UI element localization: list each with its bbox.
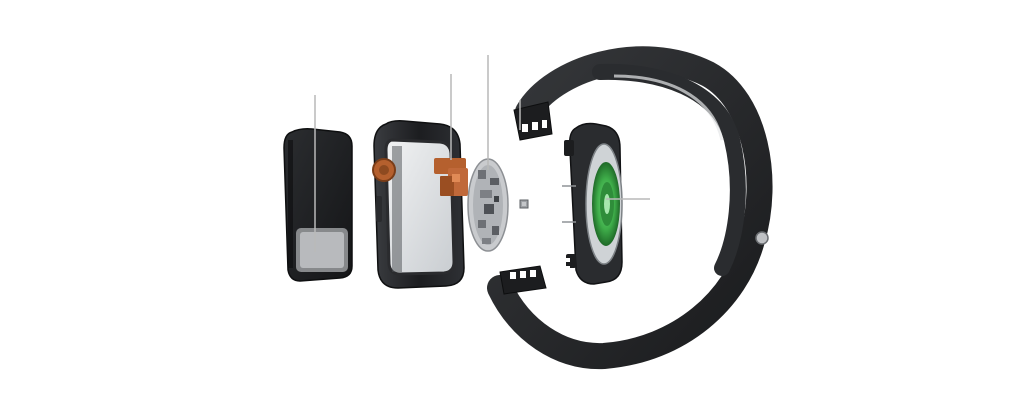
sensor-back-housing — [562, 122, 623, 285]
side-button — [376, 196, 382, 222]
band-top-connector — [513, 101, 553, 141]
circuit-board — [467, 158, 509, 252]
small-component — [519, 199, 529, 209]
orange-components — [434, 158, 468, 196]
band-strap-outer — [487, 46, 773, 370]
watch-case — [372, 120, 468, 289]
watch-band — [487, 46, 773, 370]
screen-module — [283, 128, 353, 282]
band-bottom-connector — [499, 265, 547, 295]
band-strap-inner — [592, 63, 746, 276]
band-pin — [755, 231, 769, 245]
